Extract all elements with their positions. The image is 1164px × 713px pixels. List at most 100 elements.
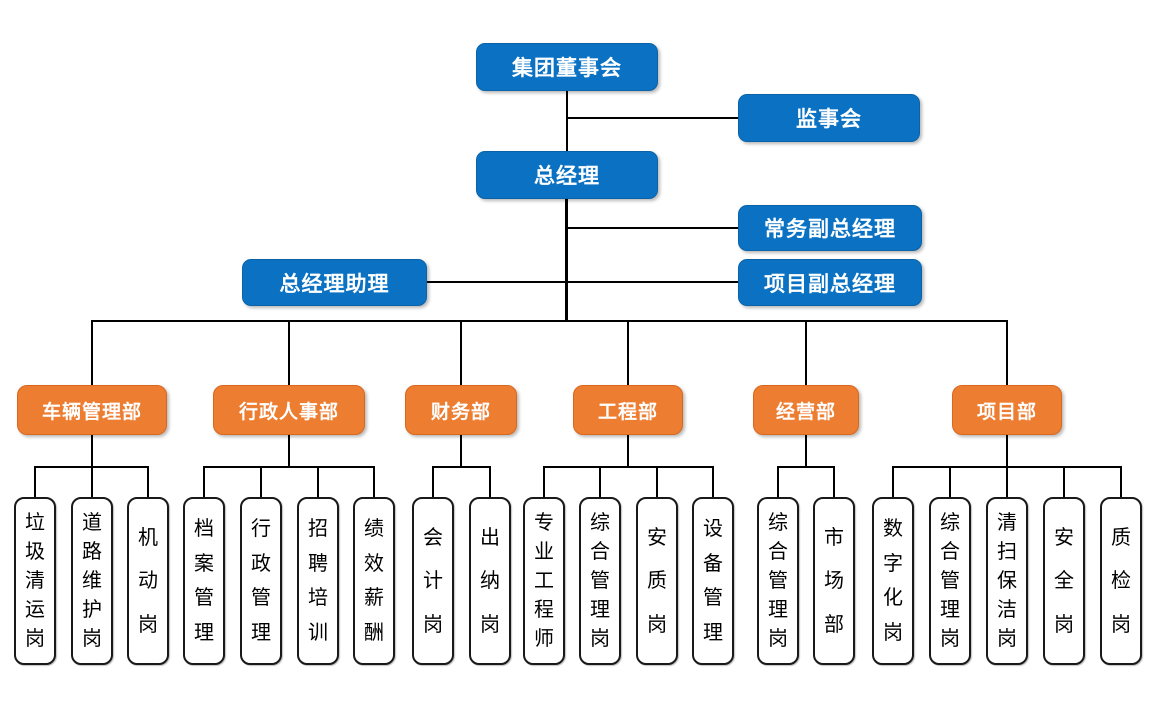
connector-line <box>565 199 568 322</box>
connector-line <box>656 468 658 497</box>
connector-line <box>777 466 835 468</box>
connector-line <box>777 468 779 497</box>
position-char: 综 <box>940 512 960 534</box>
connector-line <box>1120 468 1122 497</box>
connector-line <box>543 466 714 468</box>
position-char: 场 <box>824 570 844 592</box>
position-char: 理 <box>703 622 723 645</box>
position-char: 岗 <box>590 628 610 650</box>
connector-line <box>91 435 93 466</box>
position-box: 道路维护岗 <box>71 497 113 665</box>
position-char: 保 <box>997 570 1017 592</box>
position-char: 洁 <box>997 599 1017 621</box>
position-char: 师 <box>534 628 554 650</box>
node-general-manager: 总经理 <box>476 151 658 199</box>
position-char: 岗 <box>423 613 443 636</box>
connector-line <box>91 322 93 385</box>
connector-line <box>373 468 375 497</box>
position-char: 安 <box>647 526 667 549</box>
position-char: 酬 <box>364 622 384 645</box>
position-char: 设 <box>703 517 723 540</box>
node-dept-finance: 财务部 <box>405 385 517 435</box>
connector-line <box>460 435 462 466</box>
connector-line <box>260 468 262 497</box>
connector-line <box>712 468 714 497</box>
connector-line <box>203 468 205 497</box>
connector-line <box>432 468 434 497</box>
position-char: 安 <box>1054 526 1074 549</box>
position-char: 档 <box>194 517 214 540</box>
connector-line <box>805 435 807 466</box>
position-box: 会计岗 <box>412 497 454 665</box>
position-char: 全 <box>1054 570 1074 592</box>
position-char: 理 <box>194 622 214 645</box>
position-box: 机动岗 <box>127 497 169 665</box>
position-char: 岗 <box>940 628 960 650</box>
connector-line <box>567 227 739 229</box>
position-box: 清扫保洁岗 <box>986 497 1028 665</box>
position-box: 数字化岗 <box>872 497 914 665</box>
position-char: 薪 <box>364 587 384 610</box>
position-box: 设备管理 <box>692 497 734 665</box>
node-project-deputy-gm: 项目副总经理 <box>738 259 922 306</box>
connector-line <box>627 322 629 385</box>
position-char: 圾 <box>25 541 45 563</box>
position-char: 管 <box>251 587 271 610</box>
position-char: 聘 <box>308 552 328 575</box>
position-char: 效 <box>364 552 384 575</box>
connector-line <box>91 468 93 497</box>
position-char: 检 <box>1111 570 1131 592</box>
position-box: 质检岗 <box>1100 497 1142 665</box>
connector-line <box>288 322 290 385</box>
connector-line <box>1006 435 1008 466</box>
position-box: 出纳岗 <box>469 497 511 665</box>
position-char: 道 <box>82 512 102 534</box>
position-char: 计 <box>423 570 443 592</box>
connector-line <box>147 468 149 497</box>
position-char: 清 <box>997 512 1017 534</box>
position-char: 运 <box>25 599 45 621</box>
connector-line <box>892 468 894 497</box>
node-executive-deputy-gm: 常务副总经理 <box>738 205 922 251</box>
position-char: 综 <box>590 512 610 534</box>
position-char: 机 <box>138 526 158 549</box>
position-char: 合 <box>768 541 788 563</box>
position-char: 出 <box>480 526 500 549</box>
position-char: 政 <box>251 552 271 575</box>
connector-line <box>892 466 1122 468</box>
position-box: 档案管理 <box>183 497 225 665</box>
position-char: 动 <box>138 570 158 592</box>
connector-line <box>489 468 491 497</box>
position-char: 案 <box>194 552 214 575</box>
position-char: 部 <box>824 613 844 636</box>
connector-line <box>1006 468 1008 497</box>
connector-line <box>34 468 36 497</box>
position-char: 岗 <box>138 613 158 636</box>
position-box: 招聘培训 <box>297 497 339 665</box>
connector-line <box>833 468 835 497</box>
connector-line <box>460 322 462 385</box>
connector-line <box>427 281 738 283</box>
position-box: 综合管理岗 <box>757 497 799 665</box>
position-char: 化 <box>883 587 903 610</box>
position-char: 岗 <box>1054 613 1074 636</box>
connector-line <box>288 435 290 466</box>
position-char: 质 <box>647 570 667 592</box>
connector-line <box>949 468 951 497</box>
position-char: 备 <box>703 552 723 575</box>
position-char: 数 <box>883 517 903 540</box>
position-char: 会 <box>423 526 443 549</box>
connector-line <box>567 117 739 119</box>
position-char: 岗 <box>82 628 102 650</box>
connector-line <box>203 466 375 468</box>
position-char: 训 <box>308 622 328 645</box>
position-box: 综合管理岗 <box>929 497 971 665</box>
position-char: 业 <box>534 541 554 563</box>
position-box: 安质岗 <box>636 497 678 665</box>
connector-line <box>317 468 319 497</box>
position-char: 合 <box>940 541 960 563</box>
connector-line <box>432 466 491 468</box>
position-char: 程 <box>534 599 554 621</box>
node-dept-admin-hr: 行政人事部 <box>213 385 365 435</box>
